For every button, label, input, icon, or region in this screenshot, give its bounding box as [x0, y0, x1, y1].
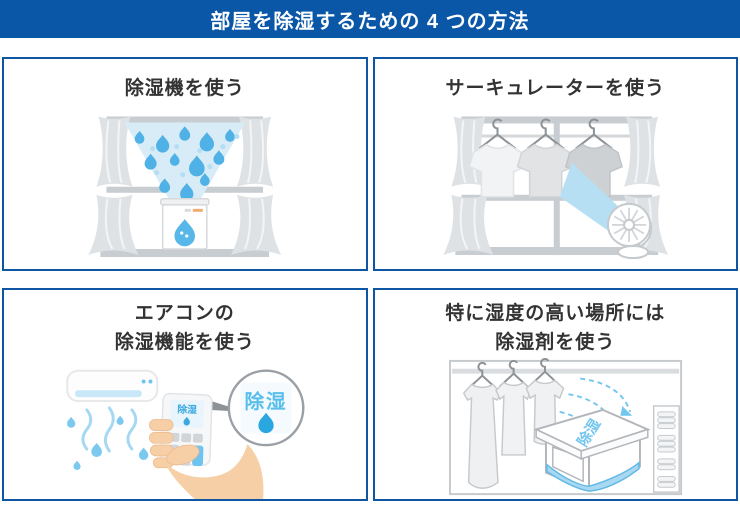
remote-screen-label: 除湿 [177, 402, 197, 416]
magnifier-pointer [208, 400, 246, 412]
aircon-illustration: 除湿 除湿 [66, 369, 305, 499]
droplet-icon [174, 218, 195, 246]
steam-lines [81, 406, 138, 453]
circulator-illustration [442, 115, 668, 259]
air-conditioner [66, 369, 159, 403]
absorbed-water [545, 461, 640, 492]
curtain-right [230, 115, 282, 255]
hand [149, 419, 264, 499]
curtain-left [88, 115, 139, 255]
moisture-funnel [124, 121, 245, 199]
panel-aircon: エアコンの 除湿機能を使う [2, 288, 368, 501]
panel-circulator: サーキュレーターを使う [372, 57, 738, 271]
panel-aircon-title: エアコンの 除湿機能を使う [114, 303, 255, 353]
shelf-towels [652, 405, 680, 493]
dehumidify-label: 除湿 [244, 390, 287, 413]
remote-control: 除湿 [160, 392, 213, 467]
shirt [467, 118, 527, 198]
panel-dehumidifier-title: 除湿機を使う [124, 78, 245, 99]
desiccant-illustration: 除湿 [448, 358, 682, 496]
circulator-fan [606, 202, 652, 259]
remote-screen [169, 399, 205, 429]
title-bar: 部屋を除湿するための 4 つの方法 [0, 0, 740, 38]
panel-dehumidifier: 除湿機を使う [2, 57, 368, 271]
clothes-rack [467, 118, 623, 198]
panel-desiccant: 特に湿度の高い場所には 除湿剤を使う [372, 288, 738, 501]
water-droplets [134, 125, 240, 201]
desiccant-box: 除湿 [532, 408, 651, 492]
dehumidifier-illustration [88, 115, 282, 257]
magnifier-circle: 除湿 [227, 369, 305, 447]
methods-grid: 除湿機を使う [2, 57, 738, 501]
shirt [516, 118, 575, 198]
page-title: 部屋を除湿するための 4 つの方法 [210, 10, 530, 33]
dehumidifier-unit [159, 197, 210, 250]
panel-desiccant-title: 特に湿度の高い場所には 除湿剤を使う [445, 303, 666, 353]
panel-circulator-title: サーキュレーターを使う [445, 78, 666, 99]
